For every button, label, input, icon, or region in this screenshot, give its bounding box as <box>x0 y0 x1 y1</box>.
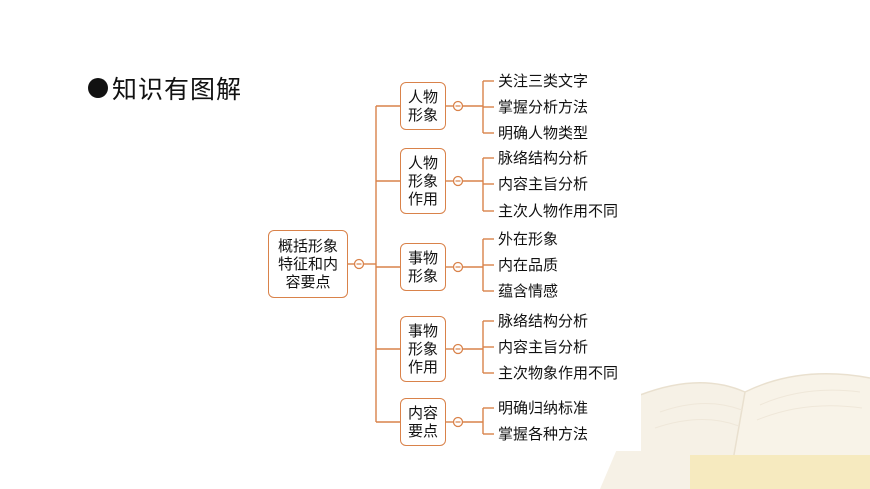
leaf-item: 内在品质 <box>498 256 559 274</box>
branch-node-object-image: 事物 形象 <box>400 243 446 291</box>
leaf-item: 主次物象作用不同 <box>498 364 619 382</box>
leaf-item: 脉络结构分析 <box>498 312 589 330</box>
branch-node-object-image-role: 事物 形象 作用 <box>400 316 446 382</box>
mind-map-connectors <box>348 80 494 435</box>
section-heading: 知识有图解 <box>88 70 242 106</box>
leaf-item: 内容主旨分析 <box>498 175 589 193</box>
section-heading-text: 知识有图解 <box>112 75 243 104</box>
branch-label: 内容 要点 <box>407 404 438 440</box>
leaf-item: 掌握分析方法 <box>498 98 589 116</box>
branch-label: 人物 形象 <box>407 88 438 124</box>
leaf-item: 蕴含情感 <box>498 282 559 300</box>
mind-map: 概括形象 特征和内 容要点 人物 形象 人物 形象 作用 事物 形象 事物 形象… <box>258 66 641 451</box>
leaf-item: 掌握各种方法 <box>498 425 589 443</box>
branch-node-person-image-role: 人物 形象 作用 <box>400 148 446 214</box>
bullet-icon <box>88 78 108 98</box>
branch-label: 事物 形象 <box>407 249 438 285</box>
leaf-item: 关注三类文字 <box>498 72 589 90</box>
leaf-item: 内容主旨分析 <box>498 338 589 356</box>
branch-label: 事物 形象 作用 <box>407 322 438 376</box>
root-node: 概括形象 特征和内 容要点 <box>268 230 348 298</box>
branch-node-content-points: 内容 要点 <box>400 398 446 446</box>
leaf-item: 主次人物作用不同 <box>498 202 619 220</box>
branch-node-person-image: 人物 形象 <box>400 82 446 130</box>
root-node-label: 概括形象 特征和内 容要点 <box>277 237 338 291</box>
leaf-item: 明确归纳标准 <box>498 399 589 417</box>
branch-label: 人物 形象 作用 <box>407 154 438 208</box>
leaf-item: 脉络结构分析 <box>498 149 589 167</box>
leaf-item: 外在形象 <box>498 230 559 248</box>
leaf-item: 明确人物类型 <box>498 124 589 142</box>
